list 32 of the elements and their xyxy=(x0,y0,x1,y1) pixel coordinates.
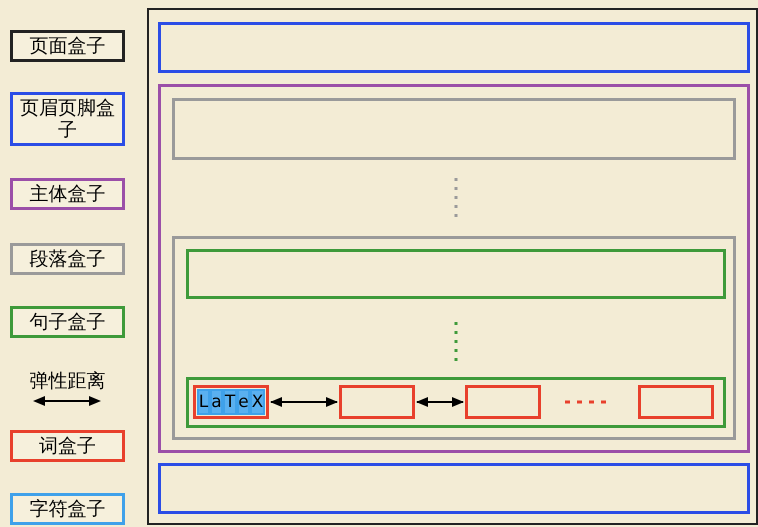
character-box xyxy=(237,389,250,415)
character-text: X xyxy=(252,394,264,410)
body-box xyxy=(158,84,750,453)
legend-text: 弹性距离 xyxy=(28,370,106,392)
paragraph-box xyxy=(172,98,736,160)
character-box xyxy=(197,389,210,415)
character-text: e xyxy=(238,394,249,410)
character-box xyxy=(210,389,223,415)
character-text: a xyxy=(211,394,222,410)
legend-text: 字符盒子 xyxy=(30,498,106,520)
paragraph-box xyxy=(172,236,736,440)
word-box xyxy=(638,385,714,419)
legend-text: 句子盒子 xyxy=(30,311,106,333)
header-box xyxy=(158,22,750,73)
character-text: L xyxy=(198,394,208,410)
legend-text: 段落盒子 xyxy=(30,248,106,270)
word-box xyxy=(193,385,269,419)
legend-text: 页眉页脚盒子 xyxy=(19,97,116,141)
character-box xyxy=(250,389,265,415)
sentence-box xyxy=(186,377,726,428)
character-text: T xyxy=(224,394,236,410)
word-box xyxy=(465,385,541,419)
sentence-box xyxy=(186,249,726,299)
page-box xyxy=(147,8,758,525)
legend-text: 页面盒子 xyxy=(30,35,106,57)
footer-box xyxy=(158,463,750,514)
character-box xyxy=(223,389,237,415)
legend-text: 词盒子 xyxy=(39,435,96,457)
legend-text: 主体盒子 xyxy=(30,183,106,205)
double-arrow xyxy=(416,397,464,407)
double-arrow xyxy=(270,397,338,407)
word-box xyxy=(339,385,415,419)
